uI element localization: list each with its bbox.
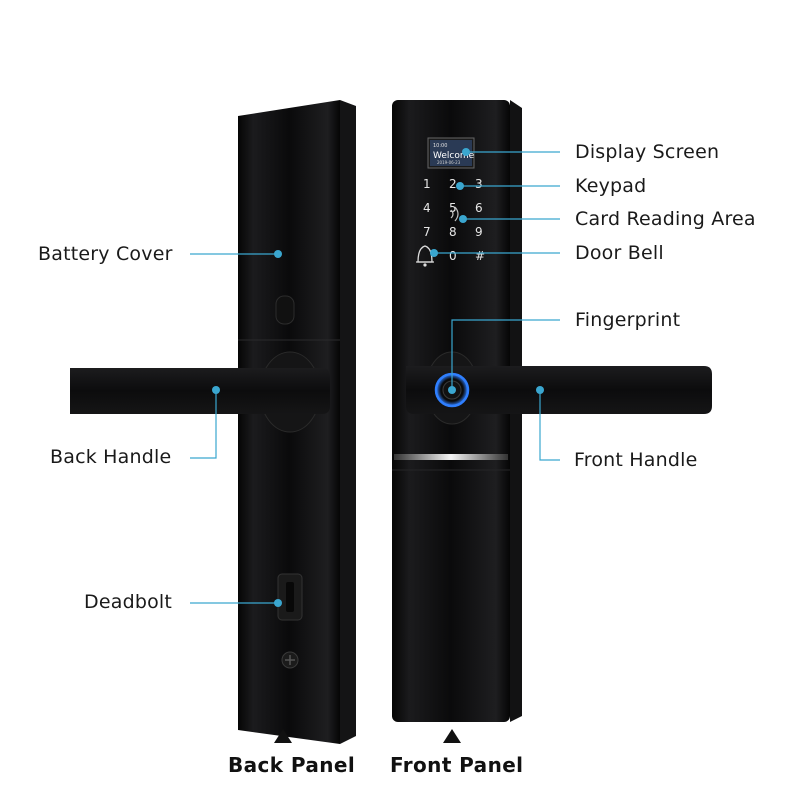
back-panel-side bbox=[340, 100, 356, 744]
key-4: 4 bbox=[423, 201, 431, 215]
deadbolt-thumbturn bbox=[286, 582, 294, 612]
back-panel bbox=[70, 100, 356, 744]
label-deadbolt: Deadbolt bbox=[84, 591, 173, 613]
label-keypad: Keypad bbox=[575, 175, 647, 197]
key-3: 3 bbox=[475, 177, 483, 191]
key-1: 1 bbox=[423, 177, 431, 191]
caption-front-panel: Front Panel bbox=[390, 753, 524, 777]
label-back-handle: Back Handle bbox=[50, 446, 172, 468]
screen-time: 10:00 bbox=[433, 143, 447, 149]
key-8: 8 bbox=[449, 225, 457, 239]
key-7: 7 bbox=[423, 225, 431, 239]
screen-date: 2019-06-23 bbox=[437, 160, 461, 165]
screen-greeting: Welcome bbox=[433, 151, 475, 161]
callout-dots bbox=[212, 148, 544, 607]
label-door-bell: Door Bell bbox=[575, 242, 664, 264]
keypad: 1 2 3 4 5 6 7 8 9 0 # bbox=[423, 177, 485, 263]
key-2: 2 bbox=[449, 177, 457, 191]
label-card-reading-area: Card Reading Area bbox=[575, 208, 756, 230]
key-0: 0 bbox=[449, 249, 457, 263]
front-panel-arrow-icon bbox=[443, 729, 461, 743]
back-handle-lever bbox=[70, 368, 330, 414]
key-6: 6 bbox=[475, 201, 483, 215]
front-handle-lever bbox=[406, 366, 712, 414]
front-panel-strip bbox=[394, 454, 508, 460]
bell-icon bbox=[416, 245, 434, 267]
label-front-handle: Front Handle bbox=[574, 449, 698, 471]
caption-back-panel: Back Panel bbox=[228, 753, 356, 777]
key-5: 5 bbox=[449, 201, 457, 215]
battery-slot bbox=[275, 295, 295, 325]
label-display-screen: Display Screen bbox=[575, 141, 720, 163]
back-panel-arrow-icon bbox=[274, 729, 292, 743]
front-panel: 10:00 Welcome 2019-06-23 1 2 3 4 5 6 7 8… bbox=[392, 100, 712, 722]
key-hash: # bbox=[475, 249, 485, 263]
label-battery-cover: Battery Cover bbox=[38, 243, 173, 265]
key-9: 9 bbox=[475, 225, 483, 239]
label-fingerprint: Fingerprint bbox=[575, 309, 681, 331]
callout-lines bbox=[190, 151, 560, 604]
card-reader-icon bbox=[450, 206, 459, 222]
